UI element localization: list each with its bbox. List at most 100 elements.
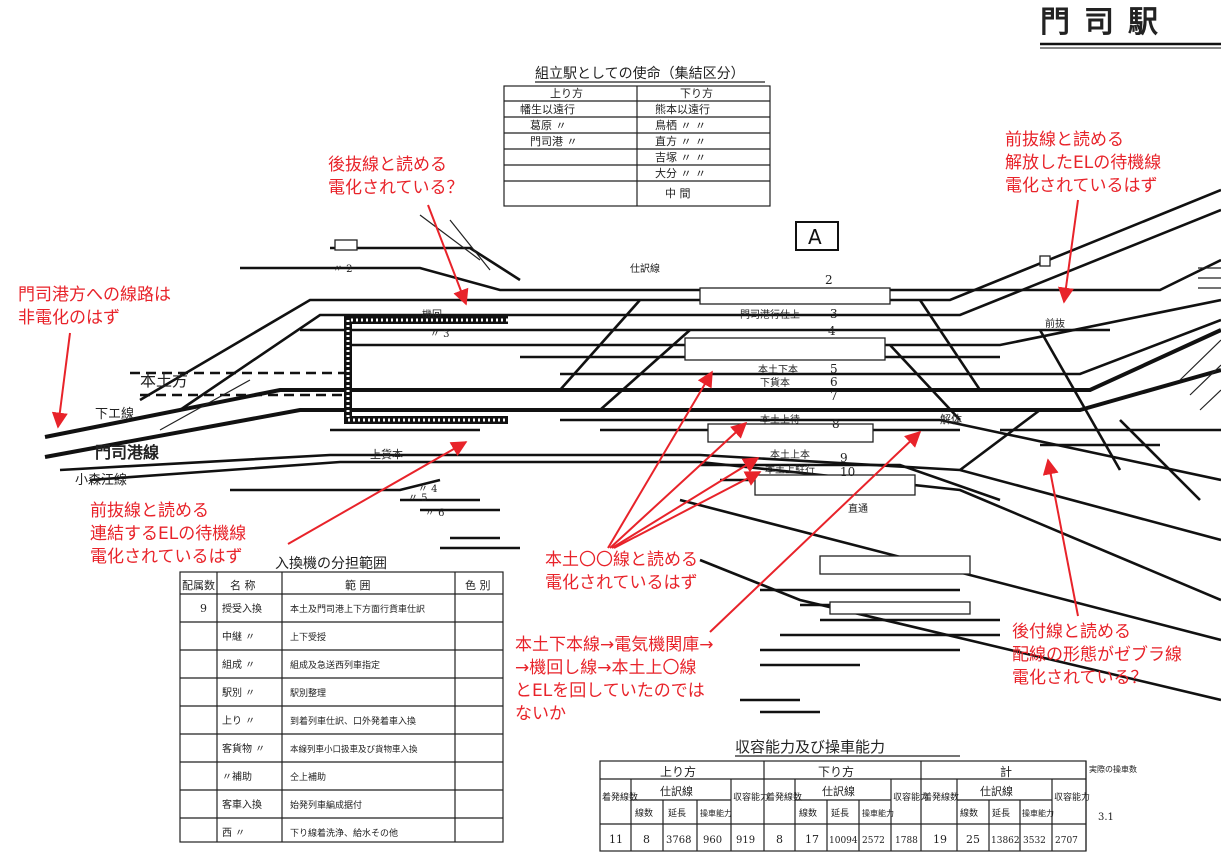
label-shiwake: 仕訳線 — [630, 262, 660, 275]
capacity-table: 収容能力及び操車能力 上り方 下り方 計 実際の操車数 着発線数 仕訳線 収容能… — [599, 738, 1137, 852]
label-kaitai: 解体 — [940, 412, 962, 426]
mission-table: 組立駅としての使命（集結区分） 上り方 下り方 幡生以遠行 葛原 〃 門司港 〃… — [503, 65, 771, 207]
mission-col-up: 上り方 — [550, 86, 583, 100]
capacity-value: 13862 — [991, 836, 1020, 846]
mission-down-row: 中 間 — [665, 187, 691, 200]
annotation-hondo-lines: 本土〇〇線と読める 電化されているはず — [545, 550, 703, 593]
capacity-value: 25 — [966, 833, 980, 846]
track-number: 3 — [830, 307, 838, 321]
capacity-value: 919 — [736, 835, 755, 846]
capacity-group: 計 — [1000, 764, 1012, 779]
label-hondo-kami-hon: 本土上本 — [770, 448, 810, 461]
label-komori-e-sen: 小森江線 — [75, 472, 127, 488]
annotation-rear-siding: 後付線と読める 配線の形態がゼブラ線 電化されている？ — [1012, 622, 1187, 688]
label-sen-6: 〃 6 — [425, 508, 445, 519]
label-mojiko-ni: 門司港行仕上 — [740, 308, 800, 321]
capacity-sub-col: 延長 — [668, 807, 686, 819]
duty-name: 西 〃 — [222, 828, 245, 839]
mission-up-row: 門司港 〃 — [530, 135, 578, 148]
track-number: 4 — [828, 324, 836, 338]
label-mojiko-sen: 門司港線 — [95, 443, 159, 462]
label-shimo-ko-sen: 下エ線 — [95, 406, 134, 422]
label-hondo-shimo-hon: 本土下本 — [758, 363, 798, 376]
capacity-value: 3532 — [1023, 836, 1046, 846]
depot-bracket — [344, 316, 508, 424]
label-hondo-kami-yuki: 本土上駐行 — [765, 463, 815, 476]
duty-name: 駅別 〃 — [222, 687, 255, 699]
mission-down-row: 熊本以遠行 — [655, 102, 710, 116]
capacity-value: 17 — [805, 833, 819, 846]
capacity-sub-shuyo: 収容能力 — [893, 791, 929, 803]
capacity-sub-shiwake: 仕訳線 — [660, 784, 693, 798]
duty-header: 名 称 — [230, 578, 256, 592]
capacity-group: 上り方 — [660, 764, 696, 779]
label-kiki: 機回 — [422, 308, 442, 321]
label-nukisen: 前抜 — [1045, 317, 1065, 330]
label-sen-5: 〃 5 — [408, 493, 428, 504]
duty-range: 始発列車編成据付 — [290, 799, 362, 811]
capacity-sub-shuyo: 収容能力 — [1054, 791, 1090, 803]
capacity-value: 11 — [609, 833, 623, 846]
capacity-sub-col: 線数 — [635, 807, 653, 819]
capacity-sub-col: 延長 — [992, 807, 1010, 819]
header: 門司駅 — [1040, 5, 1221, 49]
duty-name: 中継 〃 — [222, 630, 255, 643]
capacity-value: 2572 — [862, 836, 885, 846]
duty-range: 本土及門司港上下方面行貨車仕訳 — [290, 603, 425, 615]
track-number: 6 — [830, 375, 838, 389]
track-number: 10 — [840, 465, 855, 479]
duty-range: 駅別整理 — [290, 687, 326, 699]
duty-name: 授受入換 — [222, 602, 262, 615]
duty-header: 配属数 — [182, 579, 215, 592]
capacity-value: 3.1 — [1098, 812, 1114, 823]
capacity-sub-shiwake: 仕訳線 — [822, 784, 855, 798]
track-number: 2 — [825, 273, 833, 287]
station-title: 門司駅 — [1040, 5, 1172, 40]
capacity-table-title: 収容能力及び操車能力 — [735, 738, 885, 756]
capacity-value: 2707 — [1055, 836, 1078, 846]
mission-table-title: 組立駅としての使命（集結区分） — [535, 65, 745, 82]
capacity-value: 3768 — [666, 835, 691, 846]
duty-name: 客車入換 — [222, 798, 262, 811]
capacity-value: 10094 — [829, 836, 858, 846]
area-badge-letter: A — [808, 225, 822, 249]
track-labels: 本土方 下エ線 門司港線 小森江線 本土下本 下貨本 本土上待 本土上本 本土上… — [75, 262, 1065, 519]
capacity-value: 960 — [703, 835, 722, 846]
label-sen-3: 〃 3 — [430, 329, 450, 340]
duty-range: 上下受授 — [290, 631, 326, 643]
annotations: 後抜線と読める 電化されている？ 前抜線と読める 解放したELの待機線 電化され… — [18, 130, 1187, 724]
mission-up-row: 幡生以遠行 — [520, 102, 575, 116]
label-sen-2: 〃 2 — [333, 264, 353, 275]
label-kami-kamotsu: 上貨本 — [370, 447, 403, 461]
capacity-value: 1788 — [895, 836, 918, 846]
label-hondo-kata: 本土方 — [140, 371, 188, 390]
right-edge-detail — [1179, 267, 1221, 411]
duty-table: 入換機の分担範囲 配属数 名 称 範 囲 色 別 9 授受入換 本土及門司港上下… — [179, 555, 504, 843]
duty-header: 色 別 — [465, 578, 491, 592]
duty-name: 〃補助 — [222, 770, 252, 783]
capacity-sub-col: 操車能力 — [1022, 808, 1054, 818]
capacity-value: 19 — [933, 833, 947, 846]
mission-down-row: 吉塚 〃 〃 — [655, 151, 706, 164]
track-number: 9 — [840, 451, 848, 465]
mission-col-down: 下り方 — [680, 86, 713, 100]
duty-range: 到着列車仕訳、口外発着車入換 — [290, 715, 416, 727]
label-sen-4: 〃 4 — [418, 484, 438, 495]
annotation-mojiko-nonelectric: 門司港方への線路は 非電化のはず — [18, 285, 176, 328]
duty-range: 本線列車小口扱車及び貨物車入換 — [290, 744, 418, 755]
capacity-sub-shuyo: 収容能力 — [733, 791, 769, 803]
duty-range: 仝上補助 — [290, 771, 326, 783]
duty-table-title: 入換機の分担範囲 — [275, 555, 387, 572]
duty-name: 組成 〃 — [222, 658, 255, 671]
duty-name: 上り 〃 — [222, 715, 255, 727]
capacity-sub-arrival: 着発線数 — [766, 791, 802, 803]
label-hondo-kami-machi: 本土上待 — [760, 413, 800, 426]
capacity-value: 8 — [643, 833, 650, 846]
capacity-value: 8 — [776, 833, 783, 846]
track-number: 7 — [830, 389, 838, 403]
duty-range: 下り線着洗浄、給水その他 — [290, 827, 398, 839]
annotation-front-siding-release: 前抜線と読める 解放したELの待機線 電化されているはず — [1005, 130, 1167, 196]
duty-count: 9 — [200, 602, 207, 615]
capacity-extra: 実際の操車数 — [1089, 764, 1137, 774]
